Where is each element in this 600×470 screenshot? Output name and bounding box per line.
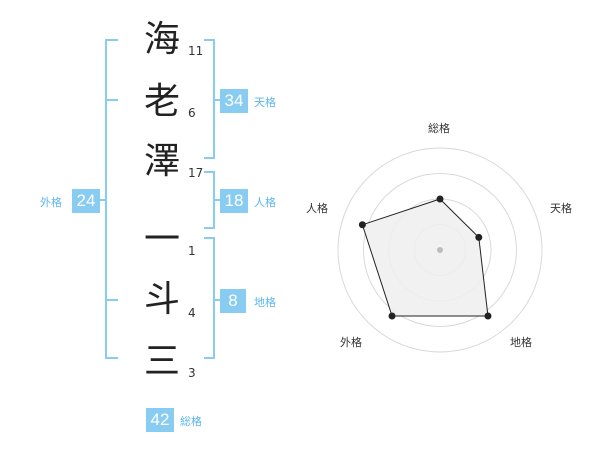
gaikaku-label: 外格 — [40, 196, 62, 209]
name-char-5: 斗 — [143, 279, 180, 320]
stroke-count-4: 1 — [188, 244, 196, 258]
radar-point-5 — [358, 221, 366, 229]
radar-point-3 — [484, 312, 492, 320]
fortune-brackets — [92, 39, 222, 359]
name-char-4: 一 — [143, 219, 180, 260]
radar-label-gaikaku: 外格 — [340, 336, 362, 349]
radar-point-1 — [436, 195, 444, 203]
soukaku-value-badge: 42 — [146, 408, 174, 432]
radar-label-jinkaku: 人格 — [306, 202, 328, 215]
radar-grid-ring-4 — [337, 147, 543, 353]
radar-center-point — [437, 247, 443, 253]
gaikaku-value-badge: 24 — [72, 189, 100, 213]
chikaku-value-badge: 8 — [220, 289, 246, 313]
radar-label-soukaku: 総格 — [428, 122, 450, 135]
radar-grid-ring-3 — [363, 173, 517, 327]
tenkaku-bracket — [204, 39, 215, 159]
stroke-count-6: 3 — [188, 366, 196, 380]
tenkaku-label: 天格 — [254, 96, 276, 109]
radar-polygon — [361, 198, 489, 317]
radar-label-tenkaku: 天格 — [550, 202, 572, 215]
chikaku-label: 地格 — [254, 296, 276, 309]
radar-point-2 — [475, 233, 483, 241]
name-char-2: 老 — [143, 81, 180, 122]
stroke-count-3: 17 — [188, 166, 204, 180]
soukaku-label: 総格 — [180, 415, 202, 428]
jinkaku-bracket — [204, 171, 215, 229]
name-char-1: 海 — [143, 19, 180, 60]
jinkaku-label: 人格 — [254, 196, 276, 209]
name-char-3: 澤 — [143, 141, 180, 182]
name-char-6: 三 — [143, 341, 180, 382]
gaikaku-bracket — [105, 39, 118, 359]
stroke-count-1: 11 — [188, 44, 204, 58]
radar-label-chikaku: 地格 — [510, 336, 532, 349]
jinkaku-value-badge: 18 — [220, 189, 248, 213]
radar-point-4 — [388, 312, 396, 320]
tenkaku-value-badge: 34 — [220, 89, 248, 113]
stroke-count-2: 6 — [188, 106, 196, 120]
stroke-count-5: 4 — [188, 306, 196, 320]
chikaku-bracket — [204, 237, 215, 359]
radar-chart — [337, 147, 543, 353]
